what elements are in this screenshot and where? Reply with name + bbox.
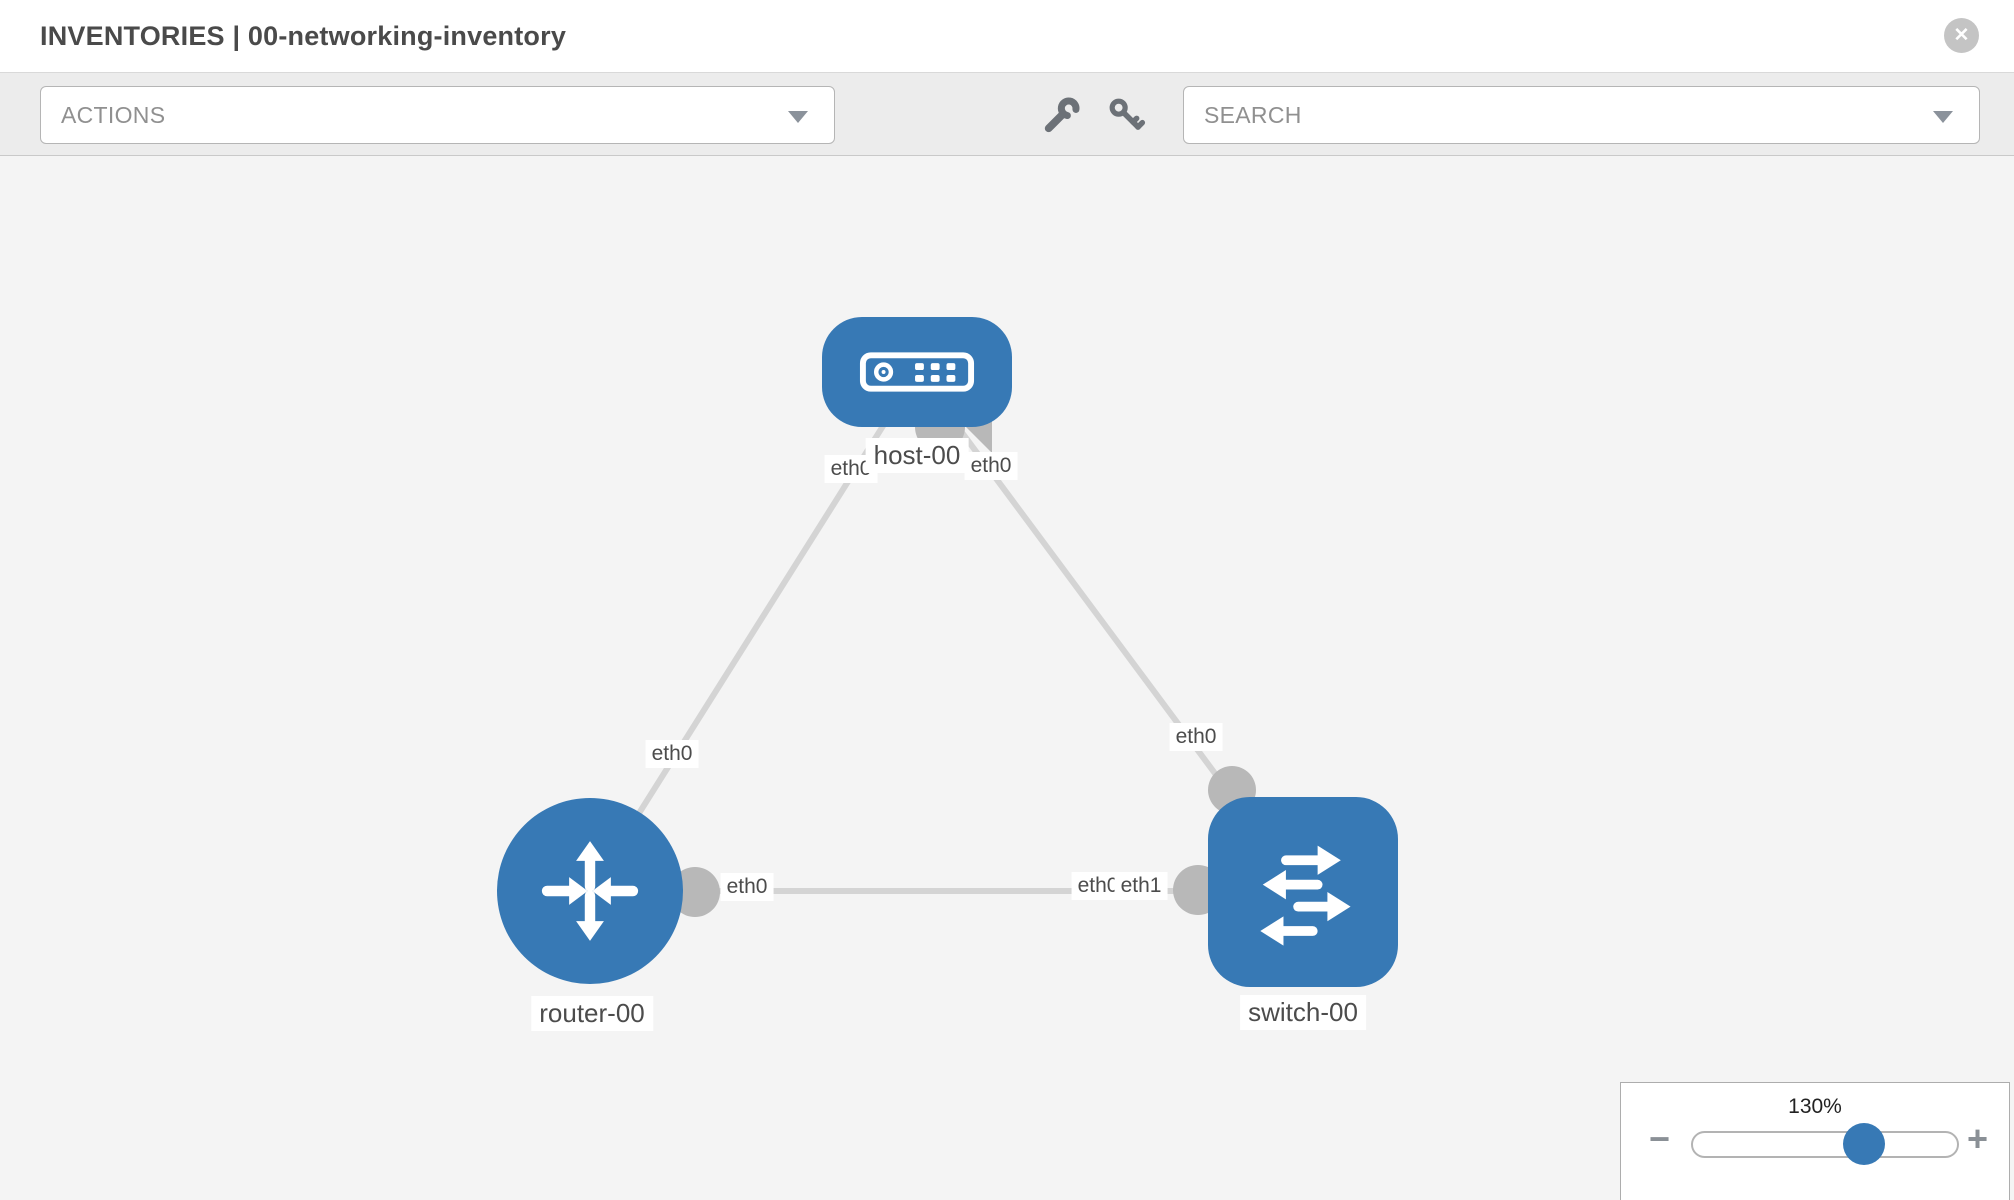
configure-button[interactable]	[1040, 95, 1082, 137]
close-button[interactable]: ✕	[1944, 18, 1979, 53]
actions-dropdown[interactable]: ACTIONS	[40, 86, 835, 144]
iface-label-switch-to-router: eth1	[1114, 872, 1168, 900]
zoom-out-button[interactable]: −	[1649, 1119, 1670, 1159]
zoom-slider-thumb[interactable]	[1843, 1123, 1885, 1165]
toolbar: ACTIONS SEARCH	[0, 72, 2014, 156]
iface-label-router-to-switch: eth0	[720, 873, 774, 901]
search-dropdown[interactable]: SEARCH	[1183, 86, 1980, 144]
credentials-button[interactable]	[1106, 95, 1148, 137]
key-icon	[1109, 98, 1146, 130]
node-switch[interactable]	[1208, 797, 1398, 987]
node-label-switch: switch-00	[1240, 995, 1366, 1030]
switch-icon	[1260, 845, 1351, 946]
node-router[interactable]	[497, 798, 683, 984]
host-icon	[859, 352, 975, 392]
window-header: INVENTORIES | 00-networking-inventory ✕	[0, 0, 2014, 72]
interface-dot-router[interactable]	[670, 867, 720, 917]
zoom-slider-track[interactable]	[1691, 1131, 1959, 1158]
chevron-down-icon	[1933, 111, 1953, 123]
iface-label-host-to-switch: eth0	[964, 452, 1018, 480]
zoom-value: 130%	[1788, 1095, 1842, 1118]
topology-canvas[interactable]: host-00 router-00 switch-00 eth0 eth0 et…	[0, 156, 2014, 1200]
page-title: INVENTORIES | 00-networking-inventory	[40, 21, 567, 51]
plus-icon: +	[1967, 1118, 1989, 1159]
router-icon	[541, 841, 639, 941]
node-label-host: host-00	[865, 438, 969, 473]
wrench-icon	[1044, 97, 1080, 133]
chevron-down-icon	[788, 111, 808, 123]
zoom-in-button[interactable]: +	[1967, 1119, 1988, 1159]
node-host[interactable]	[822, 317, 1012, 427]
iface-label-router-to-host: eth0	[645, 740, 699, 768]
zoom-panel: 130% − +	[1620, 1082, 2010, 1200]
minus-icon: −	[1649, 1118, 1671, 1159]
close-icon: ✕	[1953, 25, 1970, 46]
actions-dropdown-label: ACTIONS	[61, 102, 166, 128]
node-label-router: router-00	[531, 996, 653, 1031]
search-dropdown-label: SEARCH	[1204, 102, 1302, 128]
iface-label-switch-to-host: eth0	[1169, 723, 1223, 751]
